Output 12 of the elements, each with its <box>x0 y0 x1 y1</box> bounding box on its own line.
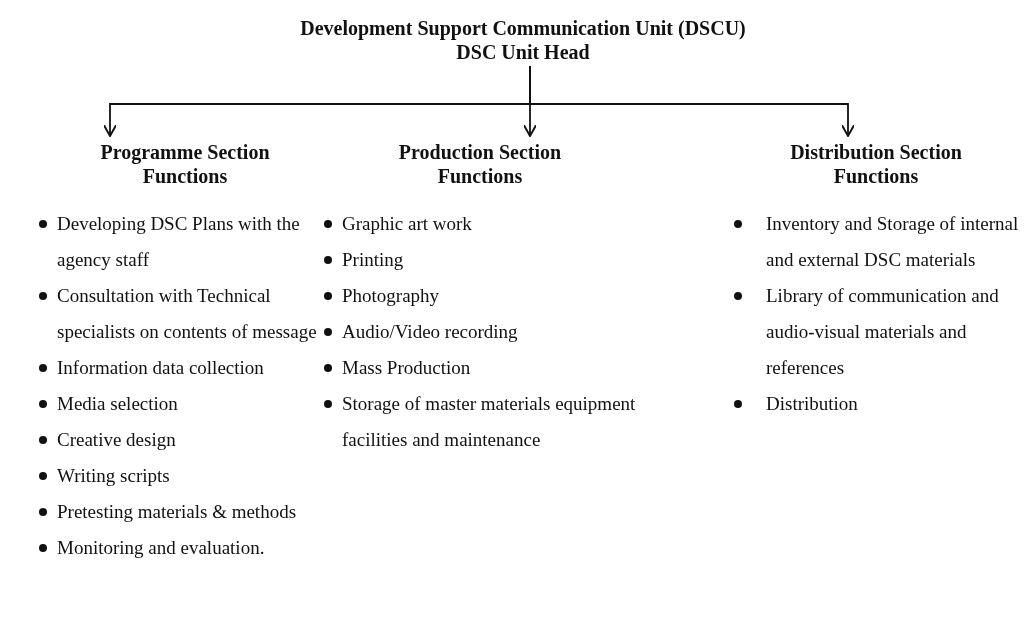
unit-title: Development Support Communication Unit (DSCU) <box>300 16 746 40</box>
bullet-item: Inventory and Storage of internal and external DSC materials <box>730 206 1022 278</box>
bullet-item: Writing scripts <box>35 458 335 494</box>
unit-head-label: DSC Unit Head <box>456 40 590 64</box>
section-heading: Production Section Functions <box>397 140 563 188</box>
bullet-item: Distribution <box>730 386 1022 422</box>
section-heading: Distribution Section Functions <box>789 140 963 188</box>
bullet-item: Pretesting materials & methods <box>35 494 335 530</box>
arrow <box>529 65 855 137</box>
bullet-item: Library of communication and audio-visual materials and references <box>730 278 1022 386</box>
section-heading: Programme Section Functions <box>99 140 271 188</box>
bullet-item: Monitoring and evaluation. <box>35 530 335 566</box>
